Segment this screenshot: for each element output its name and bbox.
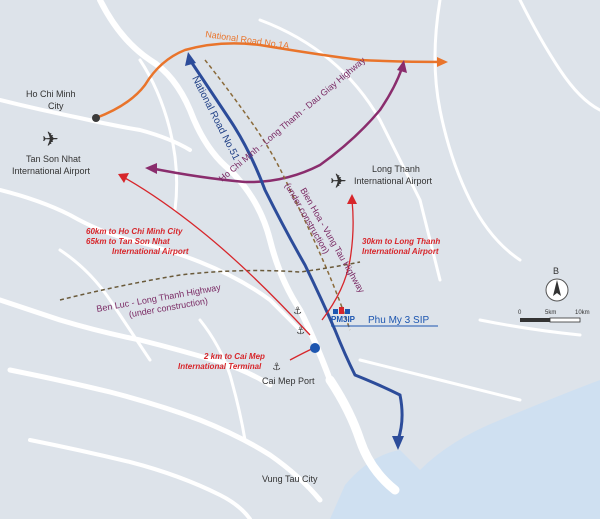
scale-tick-5: 5km [545, 310, 556, 316]
arrow-to-hcmc [124, 177, 311, 336]
sea [420, 380, 600, 519]
airplane-icon: ✈ [42, 127, 59, 151]
sea-bay [330, 450, 420, 519]
road-network [59, 42, 448, 450]
hcm-lt-dg-arrow-west [145, 163, 157, 174]
national-road-51 [188, 59, 404, 441]
site-logo [333, 307, 350, 314]
national-road-51-arrow-north [185, 52, 196, 66]
arrow-to-long-thanh [321, 199, 354, 321]
bien-hoa-vung-tau-highway [204, 59, 351, 331]
airplane-icon: ✈ [330, 169, 347, 193]
label-hcmc-line2: City [48, 101, 64, 111]
scale-tick-10: 10km [575, 310, 590, 316]
national-road-1a [95, 42, 446, 120]
anchor-icon: ⚓ [293, 306, 302, 317]
label-vung-tau-city: Vung Tau City [262, 474, 318, 484]
scale-tick-0: 0 [518, 310, 522, 316]
hcm-long-thanh-dau-giay-highway [149, 67, 404, 184]
national-road-1a-arrow [437, 57, 448, 67]
arrow-to-long-thanh-head [347, 194, 357, 204]
national-road-51-arrow [392, 436, 404, 450]
site-label: Phu My 3 SIP [368, 315, 429, 326]
compass [545, 278, 569, 302]
hcmc-marker [92, 114, 100, 122]
scale-bar [520, 317, 581, 323]
hcm-lt-dg-arrow-east [397, 60, 407, 73]
label-hcmc-line1: Ho Chi Minh [26, 89, 76, 99]
anchor-icon: ⚓ [296, 326, 305, 337]
arrow-to-hcmc-head [118, 173, 129, 183]
site-marker[interactable] [310, 343, 320, 353]
anchor-icon: ⚓ [272, 362, 281, 373]
label-cai-mep-port: Cai Mep Port [262, 376, 315, 386]
compass-north-label: B [553, 266, 559, 276]
site-logo-text: PM3IP [331, 315, 356, 324]
